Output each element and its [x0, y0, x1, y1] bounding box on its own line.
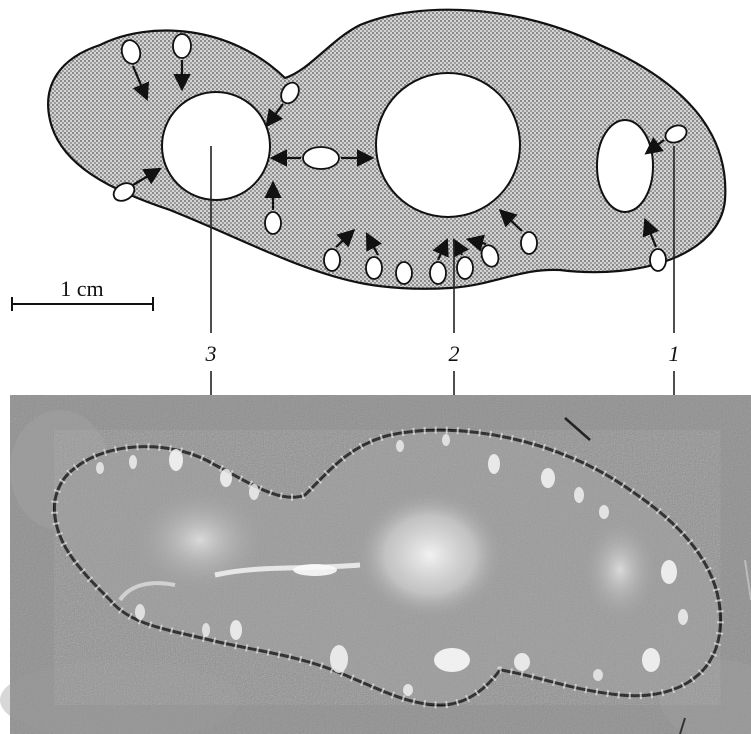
droplet-icon — [303, 147, 339, 169]
droplet-icon — [457, 257, 473, 279]
droplet-icon — [396, 262, 412, 284]
schematic-diagram — [48, 10, 725, 289]
scale-bar-label: 1 cm — [60, 276, 103, 301]
callout-label-2: 2 — [449, 341, 460, 366]
droplet-icon — [430, 262, 446, 284]
cavity-center — [376, 73, 520, 217]
droplet-icon — [324, 249, 340, 271]
droplet-icon — [173, 34, 191, 58]
scale-bar: 1 cm — [12, 276, 153, 311]
callout-label-1: 1 — [669, 341, 680, 366]
droplet-icon — [366, 257, 382, 279]
photograph — [0, 395, 751, 734]
droplet-icon — [650, 249, 666, 271]
droplet-icon — [265, 212, 281, 234]
cavity-right — [597, 120, 653, 212]
droplet-icon — [521, 232, 537, 254]
callout-label-3: 3 — [205, 341, 217, 366]
cavity-left — [162, 92, 270, 200]
